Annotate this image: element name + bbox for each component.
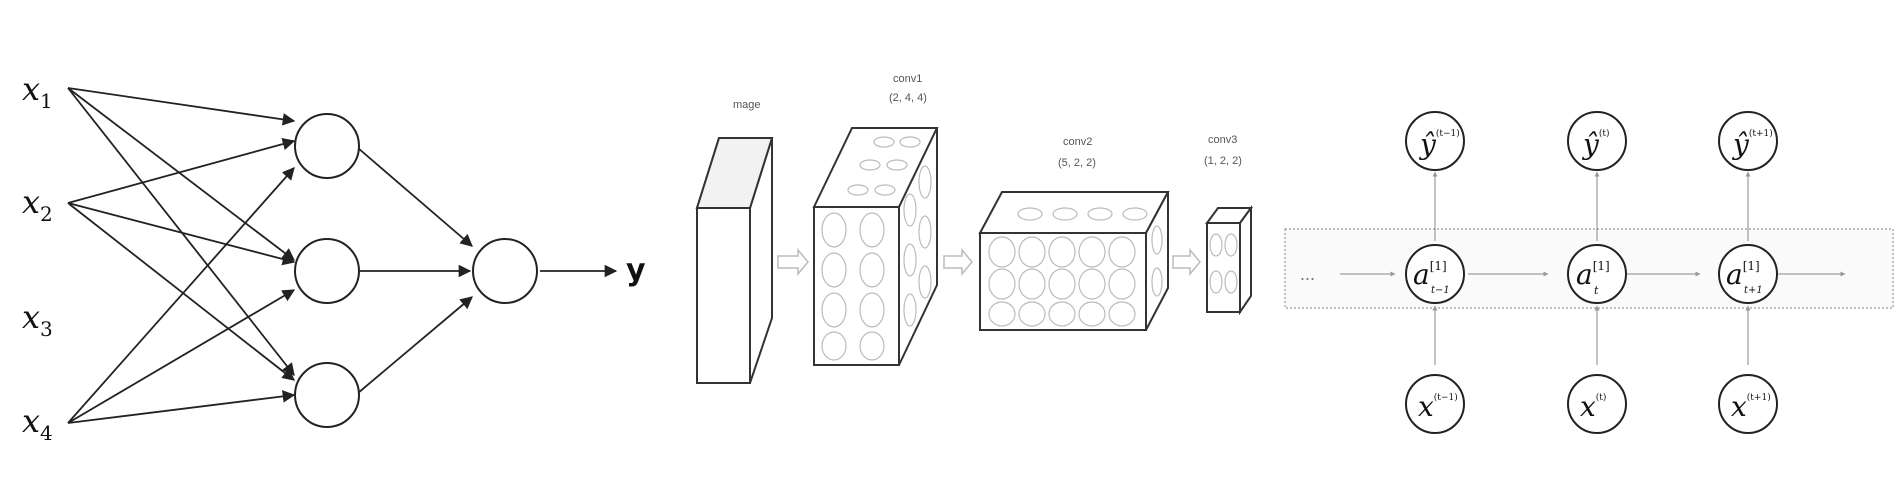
neural-network-panel: x1 x2 x3 x4 y [22,70,646,445]
svg-text:ŷ(t+1): ŷ(t+1) [1731,128,1773,161]
conv1-dims: (2, 4, 4) [889,92,927,104]
hidden-to-output-edges [357,147,618,394]
svg-text:t−1: t−1 [1431,285,1450,296]
conv2-label: conv2 [1063,136,1092,148]
rnn-panel: ... ŷ(t−1) ŷ(t) ŷ(t+1) [1284,111,1894,434]
rnn-hidden-node-2: a[1] t [1567,244,1627,304]
svg-text:t+1: t+1 [1744,285,1763,296]
vertical-arrows [1432,171,1751,365]
svg-text:a[1]: a[1] [1576,258,1610,291]
rnn-input-node-2: x(t) [1567,374,1627,434]
svg-text:a[1]: a[1] [1726,258,1760,291]
conv3-filters [1209,233,1238,294]
rnn-hidden-node-3: a[1] t+1 [1718,244,1778,304]
flow-arrow-2 [943,247,973,277]
rnn-hidden-node-1: a[1] t−1 [1405,244,1465,304]
input-to-hidden-edges [67,87,296,424]
input-x1-label: x1 [22,70,53,113]
conv1-label: conv1 [893,73,922,85]
svg-text:x(t): x(t) [1580,390,1606,423]
cnn-panel: mage [695,73,1253,384]
svg-text:a[1]: a[1] [1413,258,1447,291]
input-image-slab [695,137,774,384]
hidden-node-1 [294,113,360,179]
svg-text:t: t [1594,284,1599,297]
rnn-input-node-3: x(t+1) [1718,374,1778,434]
conv1-block [812,127,939,366]
conv2-block [978,191,1170,331]
svg-text:ŷ(t−1): ŷ(t−1) [1418,128,1460,161]
rnn-input-node-1: x(t−1) [1405,374,1465,434]
conv2-dims: (5, 2, 2) [1058,157,1096,169]
input-x4-label: x4 [22,402,53,445]
image-label: mage [733,99,761,111]
conv3-dims: (1, 2, 2) [1204,155,1242,167]
svg-text:x(t−1): x(t−1) [1418,390,1458,423]
flow-arrow-3 [1172,247,1201,277]
rnn-ellipsis-left: ... [1300,264,1315,284]
input-x3-label: x3 [22,298,53,341]
hidden-node-2 [294,238,360,304]
conv3-label: conv3 [1208,134,1237,146]
conv3-block [1205,204,1253,316]
conv1-filters [821,136,932,361]
svg-text:ŷ(t): ŷ(t) [1581,128,1609,161]
output-y-label: y [626,253,646,288]
hidden-node-3 [294,362,360,428]
flow-arrow-1 [777,247,809,277]
output-node [472,238,538,304]
rnn-output-node-1: ŷ(t−1) [1405,111,1465,171]
svg-text:x(t+1): x(t+1) [1731,390,1771,423]
rnn-output-node-3: ŷ(t+1) [1718,111,1778,171]
conv2-filters [988,207,1163,327]
input-x2-label: x2 [22,183,53,226]
rnn-output-node-2: ŷ(t) [1567,111,1627,171]
